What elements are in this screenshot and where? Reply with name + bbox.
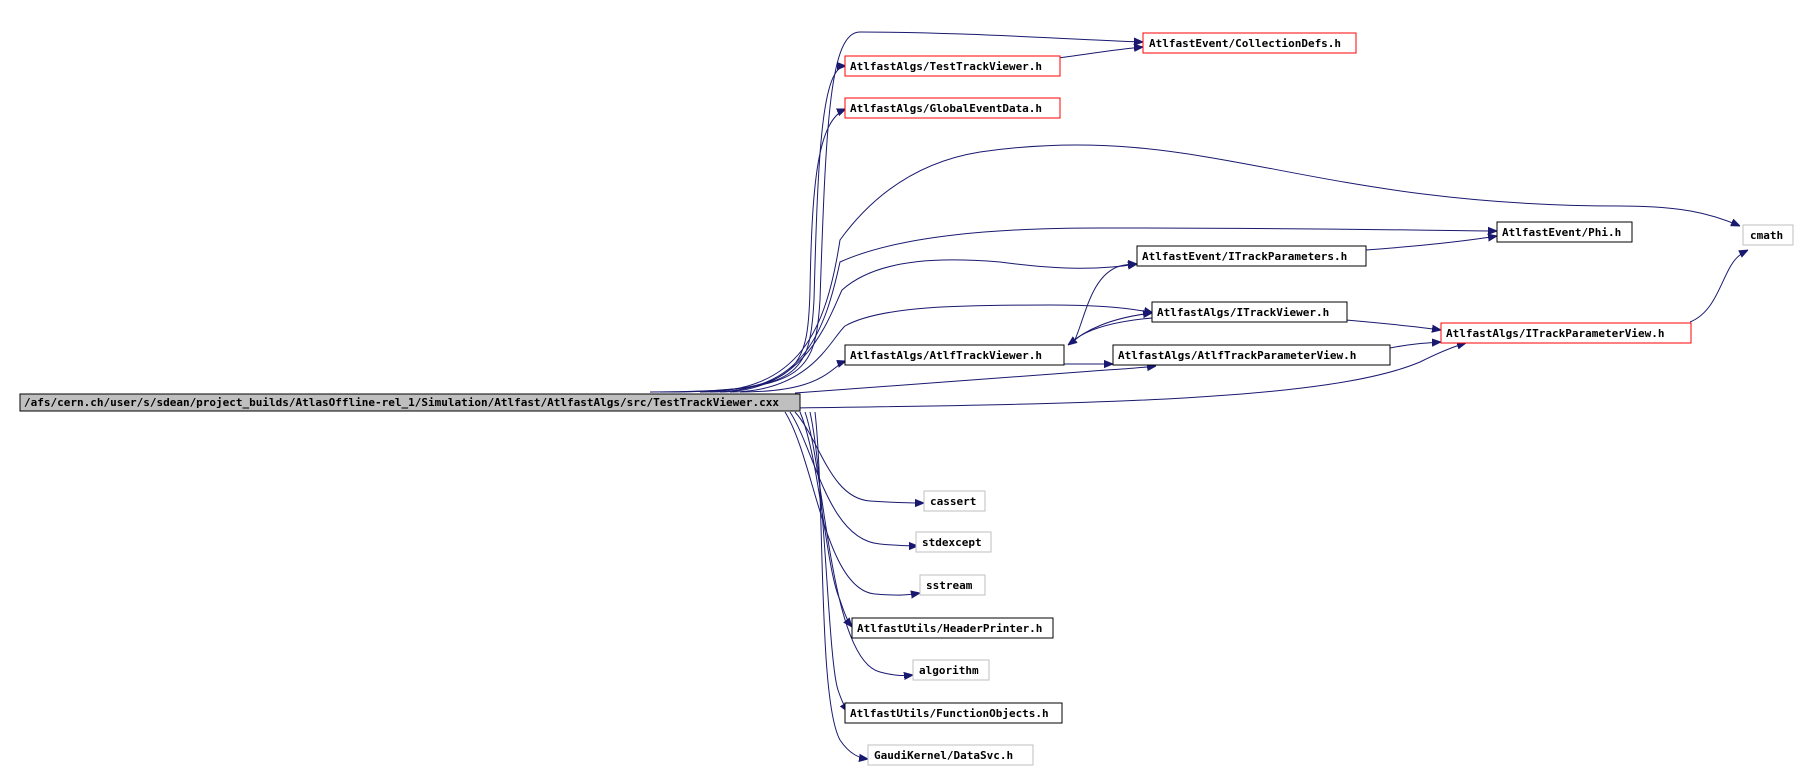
edge-root-to-phi <box>709 228 1497 393</box>
edge-root-to-collectiondefs <box>649 31 1143 393</box>
node-testtrackviewer-h-label: AtlfastAlgs/TestTrackViewer.h <box>850 60 1042 73</box>
edge-root-to-cmath <box>699 144 1740 393</box>
node-atlftrackparameterview-label: AtlfastAlgs/AtlfTrackParameterView.h <box>1118 349 1356 362</box>
node-algorithm[interactable]: algorithm <box>912 659 990 681</box>
node-globaleventdata[interactable]: AtlfastAlgs/GlobalEventData.h <box>844 97 1061 119</box>
edge-testtrackviewer-h-to-collectiondefs <box>1057 47 1143 59</box>
edge-root-to-itrackparameters <box>719 259 1137 393</box>
node-functionobjects[interactable]: AtlfastUtils/FunctionObjects.h <box>844 702 1063 724</box>
edge-root-to-sstream <box>784 411 920 595</box>
node-itrackparameterview-label: AtlfastAlgs/ITrackParameterView.h <box>1446 327 1665 340</box>
node-root-label: /afs/cern.ch/user/s/sdean/project_builds… <box>24 396 779 409</box>
node-cassert-label: cassert <box>930 495 976 508</box>
node-datasvc-label: GaudiKernel/DataSvc.h <box>874 749 1013 762</box>
node-datasvc[interactable]: GaudiKernel/DataSvc.h <box>867 744 1034 766</box>
node-globaleventdata-label: AtlfastAlgs/GlobalEventData.h <box>850 102 1042 115</box>
node-stdexcept[interactable]: stdexcept <box>915 531 992 553</box>
edge-root-to-testtrackviewer-h <box>659 66 847 393</box>
node-itrackparameterview[interactable]: AtlfastAlgs/ITrackParameterView.h <box>1440 322 1692 344</box>
edge-root-to-headerprinter <box>799 411 852 627</box>
edge-root-to-algorithm <box>804 411 913 676</box>
edge-root-to-itrackviewer <box>729 304 1153 393</box>
nodes: /afs/cern.ch/user/s/sdean/project_builds… <box>19 32 1794 766</box>
edge-atlftrackviewer-to-itrackparameters <box>1072 264 1137 345</box>
node-collectiondefs[interactable]: AtlfastEvent/CollectionDefs.h <box>1142 32 1357 54</box>
node-phi[interactable]: AtlfastEvent/Phi.h <box>1496 221 1633 243</box>
edge-root-to-cassert <box>794 411 924 503</box>
node-headerprinter[interactable]: AtlfastUtils/HeaderPrinter.h <box>851 617 1054 639</box>
node-phi-label: AtlfastEvent/Phi.h <box>1502 226 1621 239</box>
node-sstream[interactable]: sstream <box>919 574 986 596</box>
node-itrackviewer-label: AtlfastAlgs/ITrackViewer.h <box>1157 306 1329 319</box>
edge-root-to-atlftrackparameterview <box>794 366 1156 394</box>
edge-atlftrackparameterview-to-itrackparameterview <box>1389 342 1441 349</box>
node-cmath-label: cmath <box>1750 229 1783 242</box>
edge-itrackparameterview-to-cmath <box>1689 250 1748 323</box>
node-atlftrackparameterview[interactable]: AtlfastAlgs/AtlfTrackParameterView.h <box>1112 344 1391 366</box>
node-testtrackviewer-h[interactable]: AtlfastAlgs/TestTrackViewer.h <box>844 55 1061 77</box>
edge-atlftrackviewer-to-itrackviewer <box>1067 313 1152 346</box>
node-sstream-label: sstream <box>926 579 973 592</box>
node-atlftrackviewer[interactable]: AtlfastAlgs/AtlfTrackViewer.h <box>844 344 1065 366</box>
node-functionobjects-label: AtlfastUtils/FunctionObjects.h <box>850 707 1049 720</box>
node-algorithm-label: algorithm <box>919 664 979 677</box>
edge-itrackviewer-to-itrackparameterview <box>1345 319 1441 330</box>
edge-root-to-datasvc <box>814 411 868 759</box>
node-cassert[interactable]: cassert <box>923 490 986 512</box>
node-root[interactable]: /afs/cern.ch/user/s/sdean/project_builds… <box>19 393 801 412</box>
edge-root-to-itrackparameterview <box>794 343 1466 409</box>
edge-root-to-stdexcept <box>789 411 918 546</box>
node-headerprinter-label: AtlfastUtils/HeaderPrinter.h <box>857 622 1042 635</box>
node-itrackparameters[interactable]: AtlfastEvent/ITrackParameters.h <box>1136 245 1367 267</box>
edge-itrackparameters-to-phi <box>1365 236 1497 251</box>
node-itrackviewer[interactable]: AtlfastAlgs/ITrackViewer.h <box>1151 301 1348 323</box>
node-cmath[interactable]: cmath <box>1742 224 1794 246</box>
node-stdexcept-label: stdexcept <box>922 536 982 549</box>
edges <box>649 31 1748 759</box>
node-atlftrackviewer-label: AtlfastAlgs/AtlfTrackViewer.h <box>850 349 1042 362</box>
node-itrackparameters-label: AtlfastEvent/ITrackParameters.h <box>1142 250 1347 263</box>
node-collectiondefs-label: AtlfastEvent/CollectionDefs.h <box>1149 37 1341 50</box>
edge-root-to-globaleventdata <box>669 109 846 393</box>
edge-root-to-atlftrackviewer <box>739 361 846 393</box>
edge-root-to-functionobjects <box>809 411 848 712</box>
